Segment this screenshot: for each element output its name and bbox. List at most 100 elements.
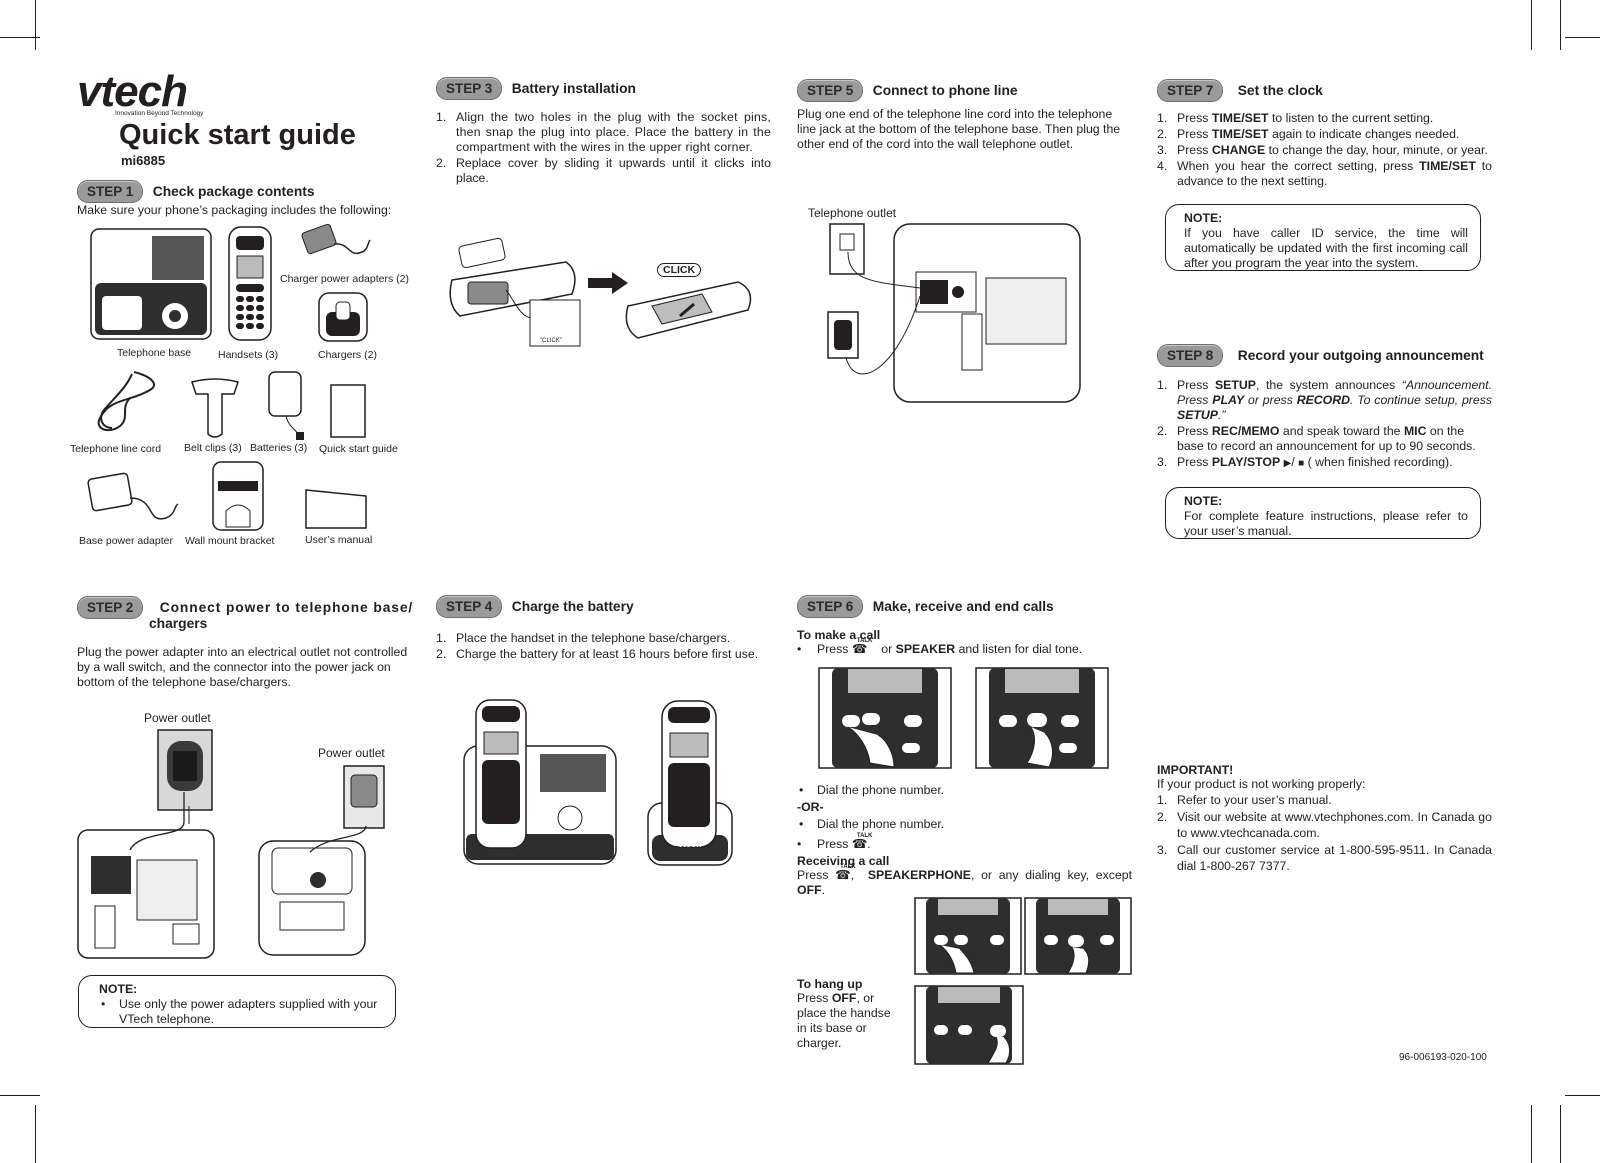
logo-tagline: Innovation Beyond Technology [115,110,204,117]
or-separator: -OR- [797,800,824,814]
step2-header: STEP 2 Connect power to telephone base/ [77,596,413,636]
step4-list: 1.Place the handset in the telephone bas… [436,631,776,663]
list-item: 1.Align the two holes in the plug with t… [436,110,771,154]
step-heading: Connect power to telephone base/ [159,600,414,616]
note-title: NOTE: [1184,494,1223,508]
step3-list: 1.Align the two holes in the plug with t… [436,110,771,187]
telephone-outlet-label: Telephone outlet [808,206,897,220]
step7-list: 1.Press TIME/SET to listen to the curren… [1157,111,1492,190]
telephone-base-illustration [90,228,212,340]
base-charging-illustration: vtech [463,699,617,865]
step8-list: 1.Press SETUP, the system announces “Ann… [1157,378,1492,472]
step-badge: STEP 7 [1157,79,1224,102]
list-item: 1.Press TIME/SET to listen to the curren… [1157,111,1434,125]
arrow-right-icon [588,272,628,294]
step8-header: STEP 8 Record your outgoing announcement [1157,344,1484,384]
step-heading-cont: chargers [149,616,208,631]
handset-keypad-hangup-illustration [914,985,1024,1065]
important-title: IMPORTANT! [1157,763,1234,777]
step-badge: STEP 8 [1157,344,1224,367]
step5-body: Plug one end of the telephone line cord … [797,107,1121,151]
make-call-line: •Press TALK☎ or SPEAKER and listen for d… [797,638,1083,656]
important-list: 1.Refer to your user’s manual. 2.Visit o… [1157,792,1492,875]
item-caption: Charger power adapters (2) [280,273,409,285]
battery-cover-illustration [625,281,752,339]
press-talk-line: •Press TALK☎. [797,833,878,852]
step-heading: Battery installation [511,81,636,97]
item-caption: Telephone line cord [70,443,162,455]
list-item: 1.Press SETUP, the system announces “Ann… [1157,378,1493,422]
list-item: 3.Press CHANGE to change the day, hour, … [1157,143,1488,157]
list-item: 3.Press PLAY/STOP ▶/ ■ ( when finished r… [1157,455,1453,469]
talk-icon: TALK☎, [835,864,856,882]
step-badge: STEP 5 [797,79,864,102]
list-item: 1.Place the handset in the telephone bas… [436,631,731,645]
step6-header: STEP 6 Make, receive and end calls [797,595,1054,635]
make-call-title: To make a call [797,628,881,642]
item-caption: Quick start guide [319,443,398,455]
item-caption: Wall mount bracket [185,535,275,547]
belt-clip-illustration [191,378,239,438]
page-title: Quick start guide [119,119,356,151]
phone-line-illustration [827,223,1081,403]
step-badge: STEP 4 [436,595,503,618]
note-body: If you have caller ID service, the time … [1184,226,1468,270]
hangup-title: To hang up [797,977,863,991]
step-badge: STEP 1 [77,180,144,203]
talk-icon: TALK☎ [851,638,873,656]
power-outlet-label: Power outlet [318,746,385,760]
step1-header: STEP 1 Check package contents [77,180,315,220]
note-title: NOTE: [1184,211,1223,225]
wall-mount-illustration [212,461,264,531]
vtech-logo: vtech [488,838,512,848]
item-caption: Handsets (3) [218,349,279,361]
base-adapter-illustration [87,472,179,520]
list-item: 3.Call our customer service at 1-800-595… [1157,843,1492,873]
step1-intro: Make sure your phone’s packaging include… [77,203,392,217]
step-badge: STEP 6 [797,595,864,618]
important-intro: If your product is not working properly: [1157,777,1366,791]
click-small-label: "CLICK" [540,338,562,344]
hangup-body: Press OFF, or place the handse in its ba… [797,991,891,1050]
step-badge: STEP 3 [436,77,503,100]
power-cords [129,792,367,853]
list-item: 2.Replace cover by sliding it upwards un… [436,156,771,185]
line-cord-illustration [97,371,155,432]
list-item: 2.Charge the battery for at least 16 hou… [436,647,759,661]
click-badge: CLICK [657,263,702,277]
list-item: 2.Press TIME/SET again to indicate chang… [1157,127,1460,141]
users-manual-illustration [305,489,367,529]
model-number: mi6885 [121,153,166,168]
play-icon: ▶ [1283,458,1292,469]
quick-guide-illustration [330,384,366,438]
step2-note: NOTE: Use only the power adapters suppli… [78,975,396,1028]
item-caption: Batteries (3) [250,442,308,454]
outlet-plug-illustration-2 [343,765,385,829]
item-caption: Belt clips (3) [184,442,242,454]
step-heading: Connect to phone line [872,83,1018,99]
charger-bottom-power-illustration [258,840,366,956]
note-title: NOTE: [99,982,138,996]
part-number: 96-006193-020-100 [1399,1052,1487,1063]
item-caption: Base power adapter [79,535,173,547]
item-caption: Telephone base [117,347,192,359]
list-item: 2.Visit our website at www.vtechphones.c… [1157,810,1492,840]
list-item: Dial the phone number. [797,783,944,798]
step8-note: NOTE: For complete feature instructions,… [1165,487,1481,539]
step5-header: STEP 5 Connect to phone line [797,79,1018,119]
handset-keypad-receive-illustration [914,897,1022,975]
handset-keypad-speaker-illustration [975,667,1109,769]
step7-note: NOTE: If you have caller ID service, the… [1165,204,1481,271]
item-caption: Chargers (2) [318,349,377,361]
handset-illustration [228,226,272,341]
step3-header: STEP 3 Battery installation [436,77,636,117]
step-badge: STEP 2 [77,596,144,619]
talk-icon: TALK☎. [851,833,873,851]
charger-charging-illustration: vtech [647,700,733,866]
list-item: Dial the phone number. [797,817,944,832]
step-heading: Charge the battery [511,599,634,615]
step7-header: STEP 7 Set the clock [1157,79,1323,119]
charger-illustration [318,292,368,342]
dial-list-2: Dial the phone number. [797,817,944,832]
outlet-plug-illustration [157,729,213,811]
